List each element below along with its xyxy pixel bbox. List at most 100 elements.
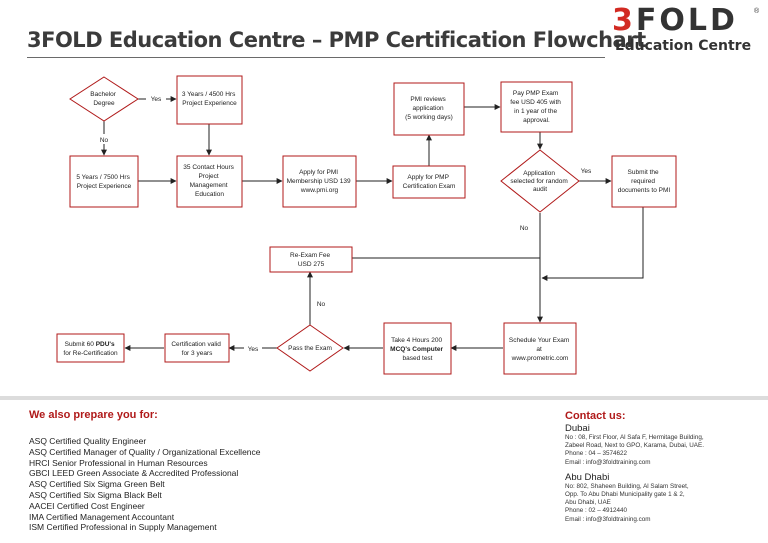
node-random-audit: Application selected for random audit — [500, 149, 580, 213]
node-text: PMI reviews — [410, 96, 446, 103]
node-text: Membership USD 139 — [287, 178, 351, 185]
node-text: Education — [195, 191, 224, 198]
label-no-pass: No — [317, 301, 326, 308]
node-submit-pdus: Submit 60 PDU's for Re-Certification — [56, 333, 125, 363]
node-text: Submit 60 — [65, 341, 96, 348]
node-text: at — [536, 346, 542, 353]
label-yes-bachelor: Yes — [151, 96, 162, 103]
node-text: based test — [403, 355, 433, 362]
company-logo: 3FOLD ® Education Centre — [612, 6, 762, 62]
prepare-title: We also prepare you for: — [29, 409, 158, 421]
node-3-years: 3 Years / 4500 Hrs Project Experience — [176, 75, 243, 125]
node-apply-pmp-exam: Apply for PMP Certification Exam — [392, 165, 466, 199]
logo-three: 3 — [612, 3, 636, 38]
node-text: Bachelor — [90, 91, 116, 98]
node-text: selected for random — [510, 178, 567, 185]
list-item: HRCI Senior Professional in Human Resour… — [29, 457, 208, 468]
node-text: Management — [190, 182, 228, 189]
node-text: for Re-Certification — [63, 350, 118, 357]
node-text: Schedule Your Exam — [509, 337, 569, 344]
node-text: Project — [198, 173, 218, 180]
node-text: Certification valid — [171, 341, 221, 348]
address-line: No: 802, Shaheen Building, Al Salam Stre… — [565, 482, 689, 490]
node-text: (5 working days) — [405, 114, 453, 121]
svg-text:Pay PMP Exam fee USD 405: Pay PMP Exam fee USD 405 with in 1 year … — [510, 90, 562, 124]
svg-text:Submit 60 PDU's for Re-C: Submit 60 PDU's for Re-Certification — [63, 341, 118, 357]
registered-mark: ® — [754, 8, 760, 15]
node-take-exam: Take 4 Hours 200 MCQ's Computer based te… — [383, 322, 452, 375]
address-line: No : 08, First Floor, Al Safa F, Hermita… — [565, 434, 704, 441]
node-pass-exam: Pass the Exam — [276, 324, 344, 372]
list-item: ASQ Certified Quality Engineer — [29, 436, 147, 446]
logo-subtitle: Education Centre — [615, 38, 752, 54]
node-text: for 3 years — [182, 350, 213, 357]
svg-text:Application selected for: Application selected for random audit — [510, 170, 569, 193]
edge-submit-merge — [541, 207, 644, 281]
address-line: Abu Dhabi, UAE — [565, 499, 611, 507]
node-text: in 1 year of the — [514, 108, 557, 115]
svg-text:Certification valid for: Certification valid for 3 years — [171, 341, 222, 357]
svg-text:PMI reviews application: PMI reviews application (5 working days) — [405, 96, 453, 121]
node-35-contact-hours: 35 Contact Hours Project Management Educ… — [176, 155, 243, 208]
list-item: ASQ Certified Six Sigma Black Belt — [29, 489, 162, 500]
list-item: ASQ Certified Manager of Quality / Organ… — [29, 446, 261, 457]
node-submit-documents: Submit the required documents to PMI — [611, 155, 677, 208]
node-text: Apply for PMI — [299, 169, 338, 176]
node-reexam-fee: Re-Exam Fee USD 275 — [269, 246, 353, 273]
svg-text:3 Years / 4500 Hrs Proje: 3 Years / 4500 Hrs Project Experience — [182, 91, 237, 107]
node-text: www.prometric.com — [511, 355, 569, 362]
node-apply-pmi-membership: Apply for PMI Membership USD 139 www.pmi… — [282, 155, 357, 208]
list-item: AACEI Certified Cost Engineer — [29, 500, 145, 511]
label-no-bachelor: No — [100, 137, 109, 144]
address-line: Zabeel Road, Next to GPO, Karama, Dubai,… — [565, 442, 704, 450]
list-item: ASQ Certified Six Sigma Green Belt — [29, 479, 165, 490]
logo-fold: FOLD — [635, 3, 738, 38]
node-text: MCQ's Computer — [390, 346, 443, 353]
node-text: fee USD 405 with — [510, 99, 561, 106]
svg-text:Apply for PMP Certificat: Apply for PMP Certification Exam — [403, 174, 456, 190]
prepare-list: ASQ Certified Quality Engineer ASQ Certi… — [29, 436, 261, 533]
node-text: approval. — [523, 117, 550, 124]
label-no-audit: No — [520, 225, 529, 232]
contact-title: Contact us: — [565, 410, 626, 422]
node-bachelor-degree: Bachelor Degree — [69, 76, 139, 122]
node-text: required — [631, 178, 655, 185]
svg-text:Re-Exam Fee USD 275: Re-Exam Fee USD 275 — [290, 252, 332, 268]
node-text: Certification Exam — [403, 183, 456, 190]
email-line: Email : info@3foldtraining.com — [565, 458, 651, 466]
svg-text:Schedule Your Exam at: Schedule Your Exam at www.prometric.com — [509, 337, 571, 362]
city-dubai: Dubai — [565, 423, 590, 434]
node-text: www.pmi.org — [300, 187, 339, 194]
section-divider — [0, 396, 768, 400]
list-item: ISM Certified Professional in Supply Man… — [29, 522, 217, 533]
flow-edges — [101, 96, 644, 351]
flowchart: Yes No Yes No No Yes Bachelor Degree 3 Y… — [56, 75, 677, 375]
address-line: Opp. To Abu Dhabi Municipality gate 1 & … — [565, 491, 685, 499]
svg-text:Submit the required: Submit the required documents to PMI — [618, 169, 671, 194]
email-line: Email : info@3foldtraining.com — [565, 515, 651, 523]
phone-line: Phone : 04 – 3574622 — [565, 450, 627, 458]
city-abu-dhabi: Abu Dhabi — [565, 471, 610, 483]
node-text: Degree — [93, 100, 115, 107]
node-5-years: 5 Years / 7500 Hrs Project Experience — [69, 155, 139, 208]
node-text: USD 275 — [298, 261, 325, 268]
node-text: Project Experience — [182, 100, 237, 107]
node-text: Pass the Exam — [288, 345, 332, 352]
phone-line: Phone : 02 – 4912440 — [565, 507, 627, 515]
contact-section: Contact us: Dubai No : 08, First Floor, … — [565, 410, 763, 524]
node-text: 35 Contact Hours — [183, 164, 234, 171]
node-text: PDU's — [96, 341, 115, 348]
node-text: documents to PMI — [618, 187, 671, 194]
node-text: Take 4 Hours 200 — [391, 337, 442, 344]
node-text: application — [413, 105, 444, 112]
node-text: Application — [523, 170, 555, 177]
node-text: Project Experience — [77, 183, 132, 190]
node-text: Pay PMP Exam — [513, 90, 558, 97]
svg-text:Bachelor Degree: Bachelor Degree — [90, 91, 117, 107]
list-item: GBCI LEED Green Associate & Accredited P… — [29, 468, 239, 479]
svg-text:35 Contact Hours Project: 35 Contact Hours Project Management Educ… — [183, 164, 235, 198]
node-pmi-reviews: PMI reviews application (5 working days) — [393, 82, 465, 136]
svg-text:Take 4 Hours 200 MCQ's C: Take 4 Hours 200 MCQ's Computer based te… — [390, 337, 445, 362]
page-title: 3FOLD Education Centre – PMP Certificati… — [27, 28, 646, 52]
label-yes-audit: Yes — [581, 168, 592, 175]
